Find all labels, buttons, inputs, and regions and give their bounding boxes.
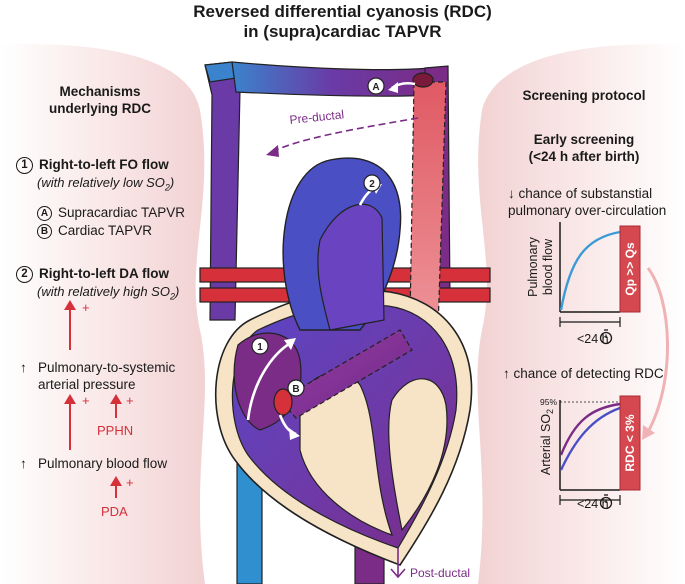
ascending-aorta: [317, 203, 385, 331]
plus-sign-da: +: [82, 300, 90, 315]
marker-1-badge: 1: [251, 337, 269, 355]
arrowhead-flow-to-pressure: [64, 394, 76, 404]
blood-flow-up-arrow: ↑: [20, 456, 27, 471]
stopwatch-icon: [599, 494, 613, 510]
option-a-label: Supracardiac TAPVR: [58, 205, 186, 220]
marker-2-text: 2: [369, 179, 375, 190]
option-b-cardiac: B Cardiac TAPVR: [37, 223, 152, 239]
da-number-badge: 2: [16, 266, 33, 283]
option-b-badge: B: [37, 224, 52, 239]
pressure-line1: Pulmonary-to-systemic: [38, 360, 176, 375]
da-flow-title: 2 Right-to-left DA flow: [16, 266, 169, 283]
pre-ductal-label: Pre-ductal: [289, 107, 345, 127]
title-line1: Reversed differential cyanosis (RDC): [193, 2, 492, 21]
pre-ductal-arrow: [271, 117, 419, 153]
marker-1-text: 1: [257, 342, 263, 353]
chart2-tick-95: 95%: [540, 397, 557, 407]
innominate-vein: [231, 61, 435, 97]
marker-a-badge: A: [367, 77, 385, 95]
da-flow-title-text: Right-to-left DA flow: [39, 266, 169, 281]
title-line2: in (supra)cardiac TAPVR: [243, 22, 442, 41]
blood-flow-label: Pulmonary blood flow: [38, 456, 168, 471]
plus-sign-pphn: +: [126, 393, 134, 408]
flow-arrow-1-head: [284, 338, 296, 350]
chart1-xlabel: <24 h: [577, 332, 609, 346]
pressure-up-arrow: ↑: [20, 360, 27, 375]
pphn-label: PPHN: [97, 423, 134, 438]
flow-arrow-1: [246, 340, 293, 421]
flow-arrow-b-head: [289, 428, 300, 440]
chance1-line1: ↓ chance of substanstial: [508, 186, 653, 201]
chart2-curve-postductal: [559, 406, 621, 471]
chart2-curve-preductal: [559, 402, 621, 456]
pre-ductal-arrowhead: [266, 145, 279, 157]
fo-flow-note: (with relatively low SO2): [37, 175, 175, 193]
fo-flow-title: 1 Right-to-left FO flow: [16, 157, 169, 174]
marker-a-text: A: [372, 82, 379, 93]
chance1-line2: pulmonary over-circulation: [508, 203, 667, 218]
svc-blue-top: [204, 61, 237, 83]
chart2-box-label: RDC < 3%: [623, 414, 637, 471]
option-a-badge: A: [37, 206, 52, 221]
early-screening-line1: Early screening: [533, 132, 635, 147]
chance2-label: ↑ chance of detecting RDC: [503, 366, 664, 381]
arrowhead-pda-to-flow: [110, 476, 122, 486]
tapvr-channel: [279, 329, 413, 419]
left-heading-line1: Mechanisms: [59, 84, 141, 99]
chart2-ylabel: Arterial SO2: [539, 409, 555, 475]
chart1-box-label: Qp >> Qs: [623, 242, 637, 296]
left-ventricle-chamber: [388, 378, 448, 532]
chart1-ylabel-line2: blood flow: [541, 238, 555, 295]
fo-number-badge: 1: [16, 157, 33, 174]
early-screening-line2: (<24 h after birth): [528, 149, 640, 164]
tapvr-opening-a: [412, 72, 434, 88]
chart1-ylabel-line1: Pulmonary: [526, 236, 540, 296]
marker-b-text: B: [292, 384, 299, 395]
plus-sign-flow: +: [82, 393, 90, 408]
arrowhead-pressure-to-da: [64, 300, 76, 310]
chart2-xlabel: <24 h: [577, 497, 609, 511]
pressure-line2: arterial pressure: [38, 377, 136, 392]
left-heading-line2: underlying RDC: [48, 101, 151, 116]
stopwatch-icon: [599, 329, 613, 345]
right-heading: Screening protocol: [522, 88, 646, 103]
tapvr-opening-b: [273, 388, 293, 416]
marker-b-badge: B: [287, 379, 305, 397]
screening-connector-arrow: [646, 267, 669, 433]
plus-sign-pda: +: [126, 475, 134, 490]
chart1-box: [619, 225, 641, 313]
fo-flow-title-text: Right-to-left FO flow: [39, 157, 169, 172]
post-ductal-arrowhead: [390, 568, 406, 579]
post-ductal-label: Post-ductal: [410, 566, 470, 580]
option-b-label: Cardiac TAPVR: [58, 223, 153, 238]
left-panel-bg: [0, 44, 205, 584]
chart2-box: [619, 395, 641, 491]
arrowhead-pphn-to-pressure: [110, 394, 122, 404]
pda-label: PDA: [101, 504, 128, 519]
flow-arrow-a-head: [388, 82, 398, 93]
option-a-supracardiac: A Supracardiac TAPVR: [37, 205, 185, 221]
da-flow-note: (with relatively high SO2): [37, 284, 180, 302]
marker-2-badge: 2: [363, 174, 381, 192]
chart1-curve: [559, 230, 621, 311]
screening-connector-arrowhead: [642, 425, 655, 440]
